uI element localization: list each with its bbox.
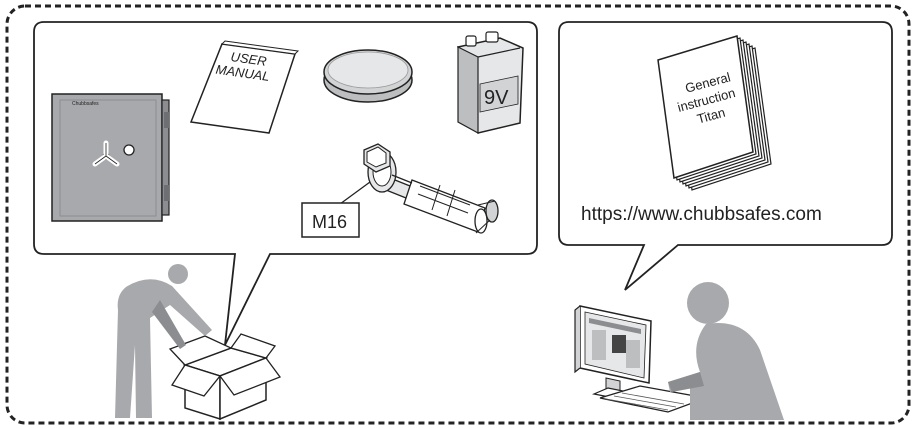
cardboard-box-icon	[168, 333, 282, 421]
user-manual-icon: USER MANUAL	[189, 40, 300, 134]
bolt-size-callout: M16	[301, 181, 371, 238]
user-manual-line-1: USER	[230, 49, 268, 69]
computer-monitor-icon	[574, 305, 709, 413]
battery-label: 9V	[484, 87, 509, 109]
dashed-frame	[5, 4, 911, 425]
safe-icon: Chubbsafes	[51, 93, 170, 222]
instruction-booklet-icon: General instruction Titan	[657, 35, 772, 191]
bolt-size-label: M16	[312, 212, 347, 232]
safe-brand-text: Chubbsafes	[72, 101, 99, 107]
person-unpacking-icon	[115, 264, 212, 418]
round-cap-icon	[323, 49, 413, 103]
person-at-computer-icon	[668, 282, 784, 420]
website-url: https://www.chubbsafes.com	[581, 204, 822, 225]
user-manual-line-2: MANUAL	[215, 62, 271, 84]
anchor-bolt-icon	[363, 143, 499, 234]
battery-9v-icon: 9V	[457, 31, 524, 135]
booklet-line-3: Titan	[695, 105, 726, 127]
